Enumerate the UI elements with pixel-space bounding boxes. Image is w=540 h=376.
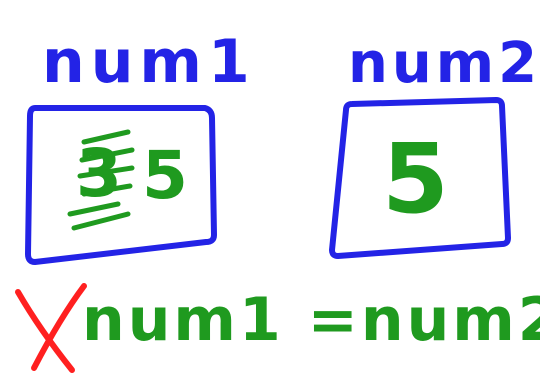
num2-label: num2 xyxy=(348,31,540,96)
red-cross-mark xyxy=(15,283,87,373)
assignment-statement: num1 =num2; xyxy=(82,285,540,355)
num2-value: 5 xyxy=(382,123,449,235)
scribble-mark xyxy=(67,129,135,231)
num1-label: num1 xyxy=(42,27,256,97)
num2-box xyxy=(329,97,511,259)
num1-box xyxy=(25,105,217,265)
num1-new-value: 5 xyxy=(142,137,188,214)
